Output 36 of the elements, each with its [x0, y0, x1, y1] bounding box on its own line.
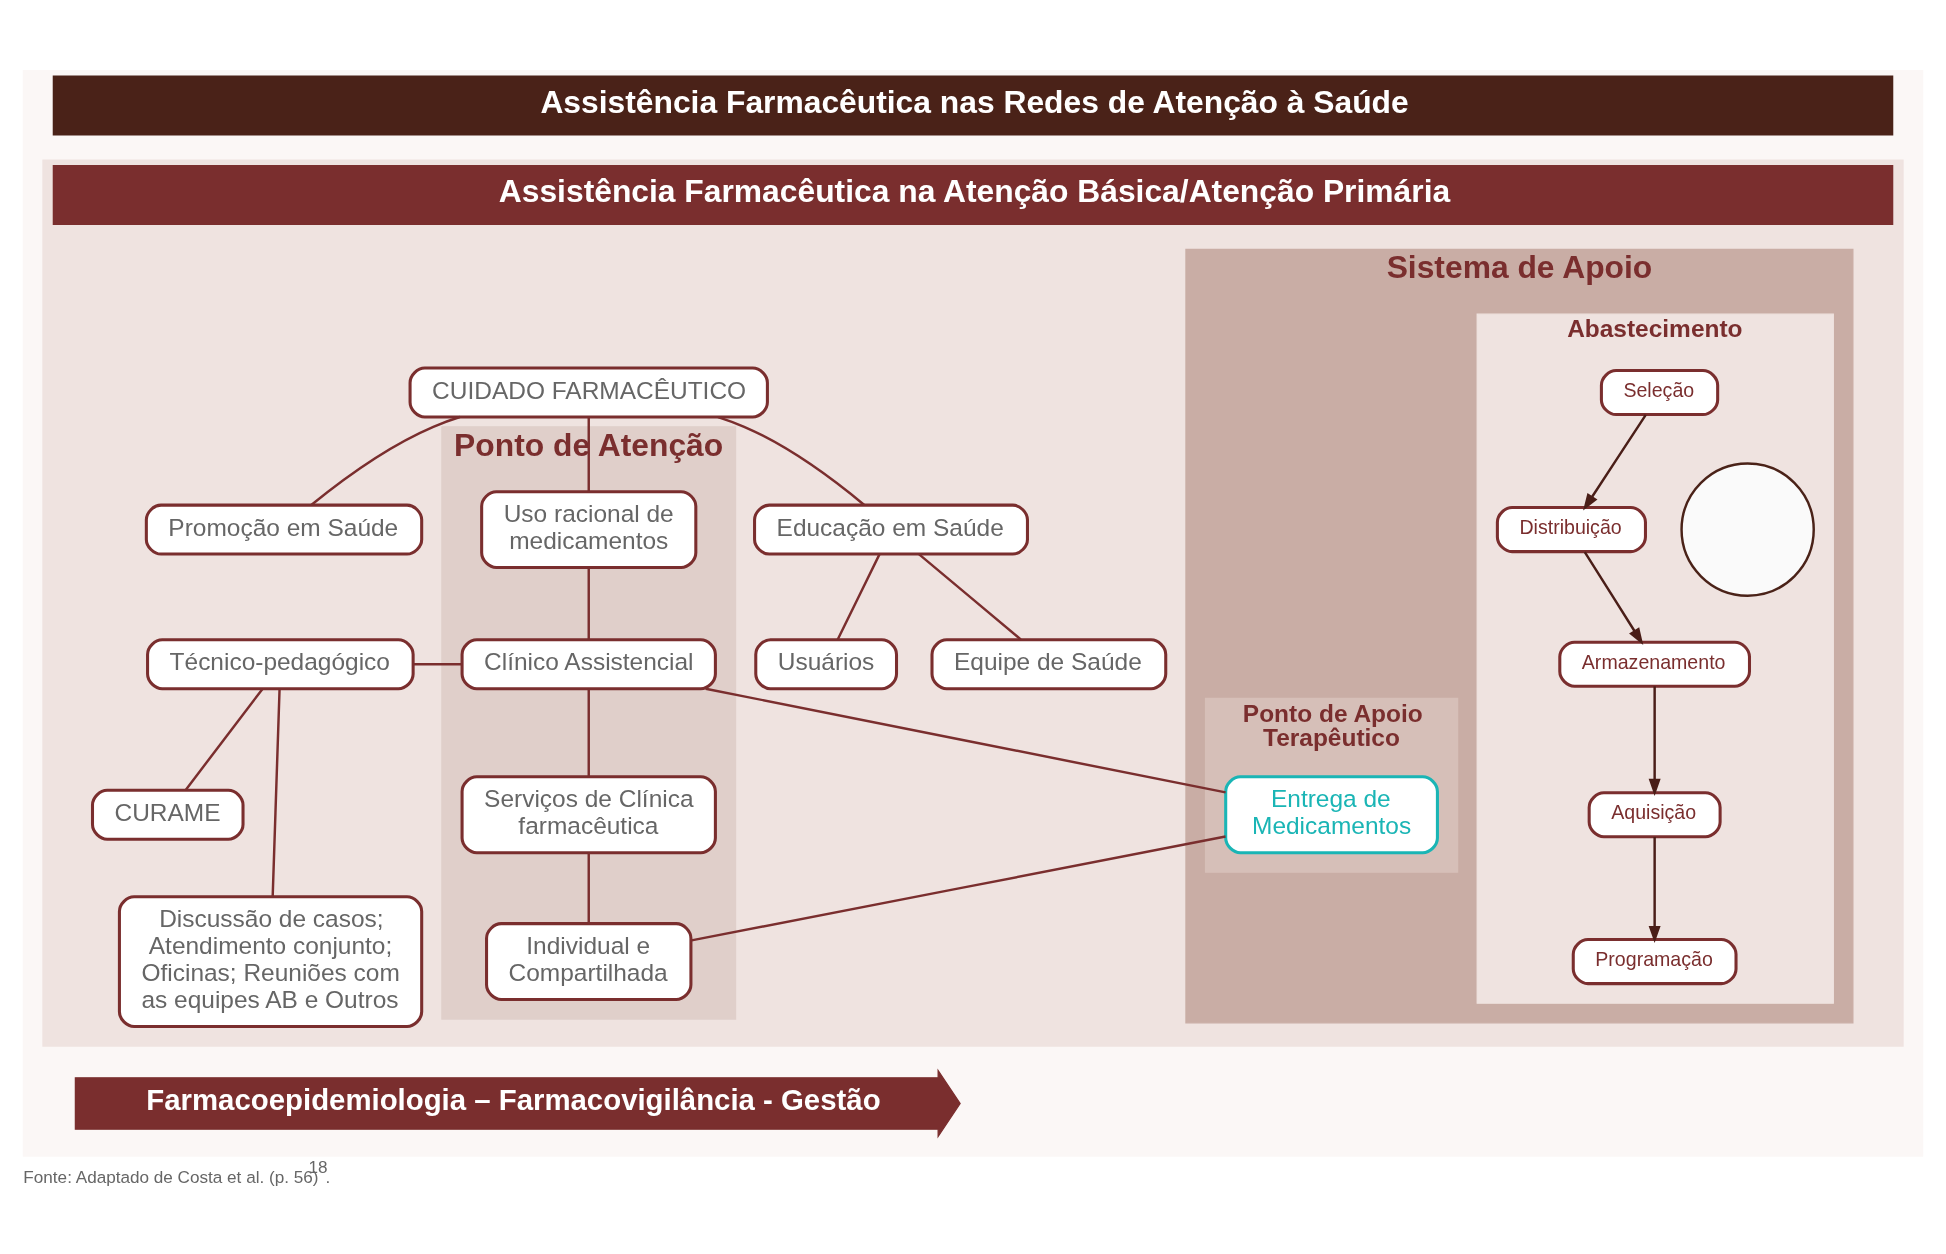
node-box: Serviços de Clínica farmacêutica: [460, 774, 717, 854]
arrow: [1583, 550, 1644, 645]
node-box: Clínico Assistencial: [460, 637, 717, 690]
node-box: CURAME: [90, 788, 245, 841]
connector: [717, 415, 866, 506]
node-box: Seleção: [1599, 368, 1720, 416]
node-box: Distribuição: [1495, 505, 1647, 553]
connector: [587, 688, 590, 776]
connector: [587, 416, 590, 491]
connector: [184, 687, 264, 791]
connector: [413, 662, 463, 665]
arrow: [1583, 413, 1647, 511]
connector: [705, 687, 1226, 794]
connector: [691, 834, 1226, 942]
node-box: Técnico-pedagógico: [146, 637, 415, 690]
node-box: Discussão de casos; Atendimento conjunto; Oficinas; Reuniões com as equipes AB e Outros: [117, 894, 424, 1028]
node-box: Entrega de Medicamentos: [1224, 774, 1439, 854]
node-box: Equipe de Saúde: [930, 637, 1168, 690]
arrow: [1648, 836, 1661, 943]
node-box: Individual e Compartilhada: [485, 921, 693, 1001]
node-box: Armazenamento: [1558, 640, 1751, 688]
node-box: CUIDADO FARMACÊUTICO: [408, 366, 769, 419]
node-box: Uso racional de medicamentos: [480, 489, 698, 569]
node-circle: [1680, 461, 1815, 597]
node-box: Educação em Saúde: [753, 503, 1029, 556]
connector: [587, 852, 590, 924]
connector: [918, 552, 1022, 640]
connector: [310, 415, 461, 506]
node-box: Promoção em Saúde: [144, 503, 424, 556]
node-box: Aquisição: [1587, 790, 1722, 838]
connector: [587, 567, 590, 640]
connector: [271, 688, 281, 897]
node-box: Usuários: [754, 637, 899, 690]
arrow: [1648, 685, 1661, 796]
node-box: Programação: [1571, 937, 1738, 985]
connector: [836, 553, 881, 640]
